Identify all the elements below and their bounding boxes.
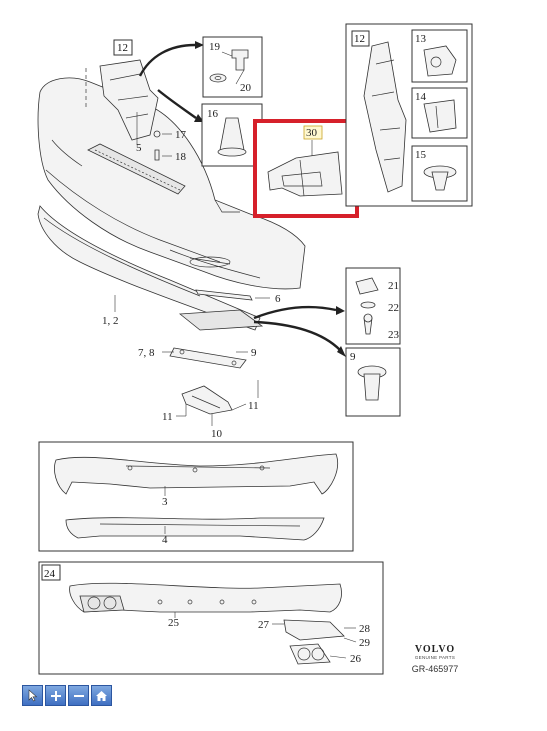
home-icon xyxy=(96,690,107,701)
label-12-main: 12 xyxy=(117,42,128,54)
pointer-button[interactable] xyxy=(22,685,43,706)
label-12-right: 12 xyxy=(354,33,365,45)
brand-logo: VOLVO xyxy=(414,644,456,655)
label-1-2: 1, 2 xyxy=(102,315,119,327)
label-6: 6 xyxy=(275,293,281,305)
label-3: 3 xyxy=(162,496,168,508)
brand-block: VOLVO GENUINE PARTS GR-465977 xyxy=(395,644,475,674)
box-3-4 xyxy=(38,441,354,552)
home-button[interactable] xyxy=(91,685,112,706)
box-21-22-23 xyxy=(345,267,401,345)
zoom-in-icon xyxy=(50,690,61,701)
label-15: 15 xyxy=(415,149,427,161)
label-28: 28 xyxy=(359,623,371,635)
label-16: 16 xyxy=(207,108,219,120)
brand-subtitle: GENUINE PARTS xyxy=(414,655,456,660)
main-leaders xyxy=(114,112,270,426)
box-9 xyxy=(345,347,401,417)
label-25: 25 xyxy=(168,617,180,629)
label-22: 22 xyxy=(388,302,399,314)
pointer-icon xyxy=(28,689,37,702)
label-27: 27 xyxy=(258,619,270,631)
label-10: 10 xyxy=(211,428,223,440)
label-19: 19 xyxy=(209,41,221,53)
box-30-highlighted xyxy=(253,119,359,218)
viewer-toolbar xyxy=(22,685,112,706)
callout-arrows-right xyxy=(253,305,346,357)
part-6-trim xyxy=(195,289,253,301)
box-12-13-14-15 xyxy=(345,23,473,207)
label-29: 29 xyxy=(359,637,371,649)
label-20: 20 xyxy=(240,82,252,94)
part-7-8-bracket xyxy=(169,347,247,369)
label-21: 21 xyxy=(388,280,399,292)
part-1-2-valance xyxy=(37,205,261,331)
label-11-left: 11 xyxy=(162,411,173,423)
label-14: 14 xyxy=(415,91,427,103)
label-5: 5 xyxy=(136,142,142,154)
fasteners-17-18 xyxy=(153,130,161,161)
box-16 xyxy=(201,103,263,167)
part-5-insert xyxy=(87,143,186,195)
zoom-out-icon xyxy=(73,694,84,697)
label-17: 17 xyxy=(175,129,187,141)
label-9-box: 9 xyxy=(350,351,356,363)
callout-arrows-top xyxy=(138,41,204,122)
label-13: 13 xyxy=(415,33,427,45)
label-4: 4 xyxy=(162,534,168,546)
label-24: 24 xyxy=(44,568,56,580)
label-26: 26 xyxy=(350,653,362,665)
box-24 xyxy=(38,561,384,675)
label-18: 18 xyxy=(175,151,187,163)
label-11-right: 11 xyxy=(248,400,259,412)
box-19-20 xyxy=(202,36,263,98)
zoom-in-button[interactable] xyxy=(45,685,66,706)
label-23: 23 xyxy=(388,329,400,341)
part-10-exhaust-bracket xyxy=(181,385,233,415)
zoom-out-button[interactable] xyxy=(68,685,89,706)
label-9-main: 9 xyxy=(251,347,257,359)
label-12-box xyxy=(113,39,133,56)
lower-diffuser xyxy=(178,309,264,331)
label-7-8: 7, 8 xyxy=(138,347,155,359)
label-30: 30 xyxy=(306,127,318,139)
diagram-code: GR-465977 xyxy=(411,664,459,674)
